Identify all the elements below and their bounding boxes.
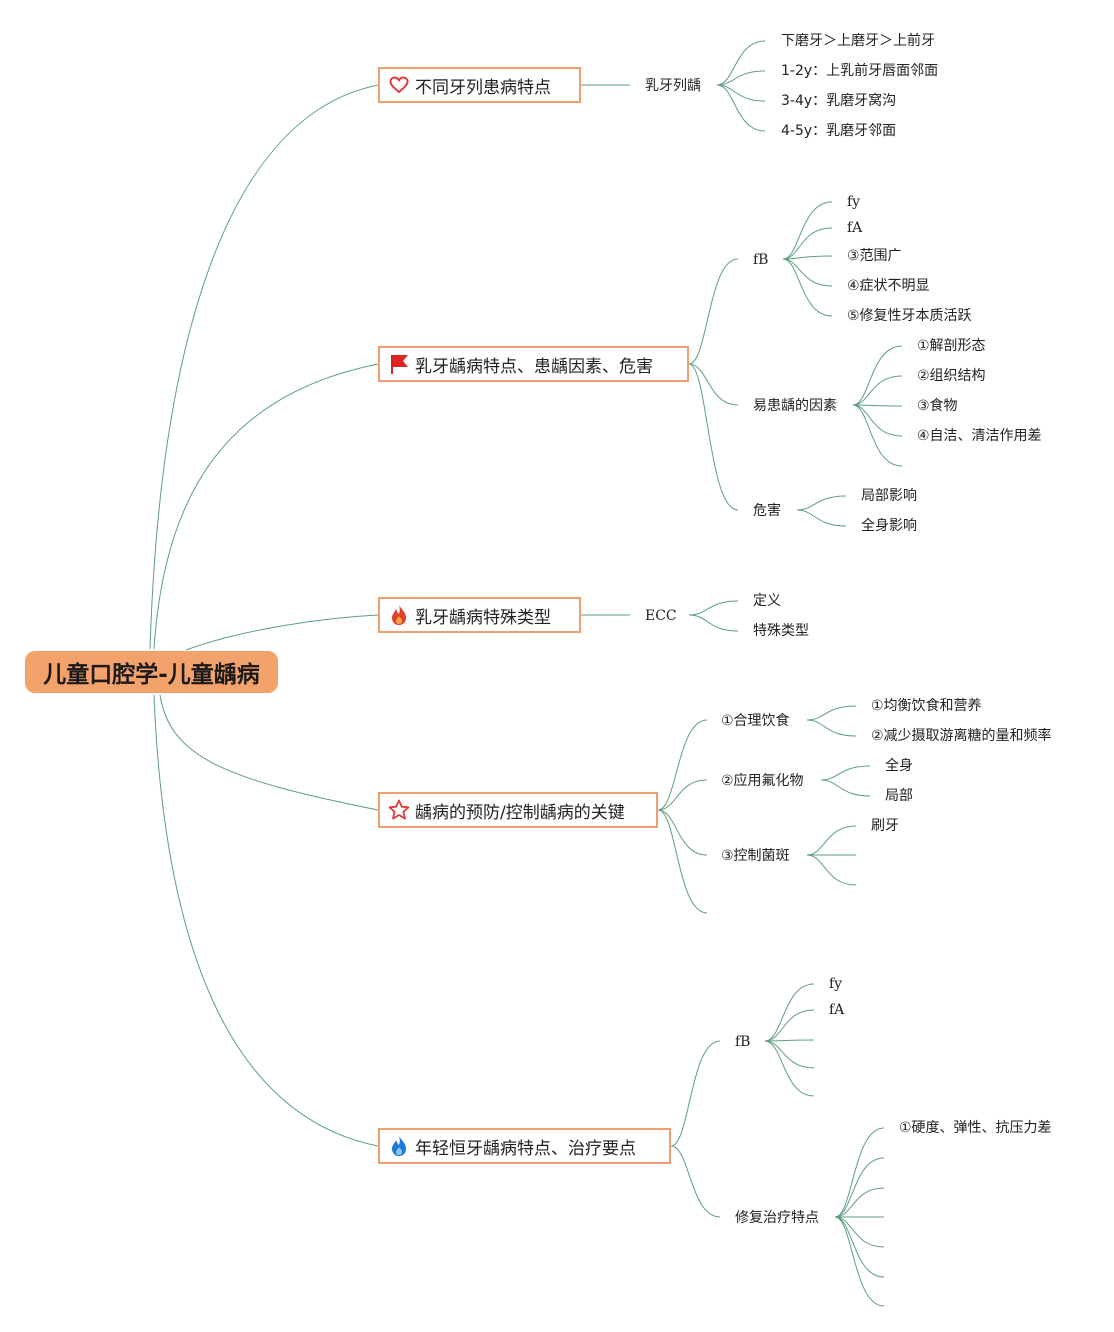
subtopic-label[interactable]: 修复治疗特点	[735, 1210, 819, 1226]
connector-line	[688, 258, 739, 365]
connector-line	[782, 201, 833, 260]
connector-line	[716, 84, 766, 132]
leaf-label[interactable]: ③食物	[917, 398, 958, 414]
connector-line	[806, 825, 857, 856]
leaf-label[interactable]: ①解剖形态	[917, 338, 986, 354]
root-node[interactable]: 儿童口腔学-儿童龋病	[25, 651, 278, 693]
topic-node-4[interactable]: 龋病的预防/控制龋病的关键	[378, 792, 658, 828]
connector-line	[657, 809, 708, 914]
leaf-label[interactable]: ②减少摄取游离糖的量和频率	[871, 728, 1052, 744]
connector-line	[688, 363, 739, 406]
subtopic-label[interactable]: 乳牙列龋	[645, 78, 701, 94]
leaf-label[interactable]: 全身	[885, 758, 913, 774]
connector-line	[153, 694, 379, 1147]
connector-line	[852, 404, 903, 467]
connector-line	[670, 1145, 721, 1218]
connector-line	[852, 404, 903, 407]
connector-line	[782, 258, 833, 287]
topic-title: 年轻恒牙龋病特点、治疗要点	[415, 1138, 636, 1159]
leaf-label[interactable]: 1-2y：上乳前牙唇面邻面	[781, 63, 939, 79]
leaf-label[interactable]: 局部影响	[861, 488, 917, 504]
connector-line	[834, 1216, 885, 1307]
topic-title: 乳牙龋病特点、患龋因素、危害	[415, 356, 653, 377]
connector-line	[764, 983, 815, 1042]
leaf-label[interactable]: ①硬度、弹性、抗压力差	[899, 1120, 1052, 1136]
connector-line	[764, 1039, 815, 1042]
leaf-label[interactable]: 刷牙	[871, 818, 899, 834]
connector-line	[820, 779, 871, 797]
connector-line	[796, 509, 847, 527]
leaf-label[interactable]: 全身影响	[861, 518, 917, 534]
connector-line	[764, 1009, 815, 1042]
connector-line	[834, 1216, 885, 1278]
connector-line	[834, 1187, 885, 1218]
leaf-label[interactable]: 特殊类型	[753, 623, 809, 639]
connector-line	[159, 694, 379, 811]
subtopic-label[interactable]: ①合理饮食	[721, 713, 790, 729]
leaf-label[interactable]: ⑤修复性牙本质活跃	[847, 308, 972, 324]
subtopic-label[interactable]: fB	[735, 1034, 751, 1050]
leaf-label[interactable]: 下磨牙＞上磨牙＞上前牙	[781, 33, 935, 49]
connector-line	[688, 600, 739, 616]
star-icon	[388, 799, 410, 821]
connector-line	[670, 1040, 721, 1147]
topic-node-1[interactable]: 不同牙列患病特点	[378, 67, 581, 103]
connector-line	[834, 1157, 885, 1218]
connector-line	[657, 719, 708, 811]
subtopic-label[interactable]: 危害	[753, 503, 781, 519]
topic-title: 龋病的预防/控制龋病的关键	[415, 802, 625, 823]
connector-line	[806, 705, 857, 721]
connector-line	[782, 255, 833, 260]
topic-title: 乳牙龋病特殊类型	[415, 607, 551, 628]
connector-line	[820, 765, 871, 781]
leaf-label[interactable]: ④症状不明显	[847, 278, 930, 294]
leaf-label[interactable]: fA	[847, 220, 863, 236]
leaf-label[interactable]: ③范围广	[847, 248, 902, 264]
connector-line	[796, 495, 847, 511]
flame-icon	[388, 1135, 410, 1157]
topic-node-2[interactable]: 乳牙龋病特点、患龋因素、危害	[378, 346, 689, 382]
subtopic-label[interactable]: fB	[753, 252, 769, 268]
leaf-label[interactable]: ①均衡饮食和营养	[871, 698, 982, 714]
connector-line	[149, 84, 379, 650]
connector-line	[782, 258, 833, 317]
topic-node-5[interactable]: 年轻恒牙龋病特点、治疗要点	[378, 1128, 671, 1164]
connector-line	[764, 1040, 815, 1097]
connector-line	[716, 70, 766, 86]
connector-line	[657, 809, 708, 856]
connector-line	[185, 614, 379, 651]
connector-line	[688, 614, 739, 632]
flag-icon	[388, 353, 410, 375]
connector-line	[806, 854, 857, 886]
leaf-label[interactable]: fA	[829, 1002, 845, 1018]
subtopic-label[interactable]: ②应用氟化物	[721, 773, 804, 789]
connector-line	[834, 1127, 885, 1218]
leaf-label[interactable]: 定义	[753, 593, 781, 609]
leaf-label[interactable]: ④自洁、清洁作用差	[917, 428, 1042, 444]
subtopic-label[interactable]: 易患龋的因素	[753, 398, 837, 414]
connector-line	[852, 375, 903, 406]
leaf-label[interactable]: fy	[847, 194, 861, 210]
leaf-label[interactable]: 4-5y：乳磨牙邻面	[781, 123, 897, 139]
subtopic-label[interactable]: ECC	[645, 608, 677, 624]
connector-line	[657, 779, 708, 811]
subtopic-label[interactable]: ③控制菌斑	[721, 848, 790, 864]
connector-line	[153, 363, 379, 650]
topic-node-3[interactable]: 乳牙龋病特殊类型	[378, 597, 581, 633]
connector-line	[688, 363, 739, 511]
connector-line	[852, 345, 903, 406]
topic-title: 不同牙列患病特点	[415, 77, 551, 98]
connector-line	[782, 227, 833, 260]
connector-line	[806, 719, 857, 737]
fire-icon	[388, 604, 410, 626]
leaf-label[interactable]: 3-4y：乳磨牙窝沟	[781, 93, 897, 109]
leaf-label[interactable]: ②组织结构	[917, 368, 986, 384]
leaf-label[interactable]: 局部	[885, 788, 913, 804]
leaf-label[interactable]: fy	[829, 976, 843, 992]
connector-line	[716, 40, 766, 86]
heart-icon	[388, 74, 410, 96]
